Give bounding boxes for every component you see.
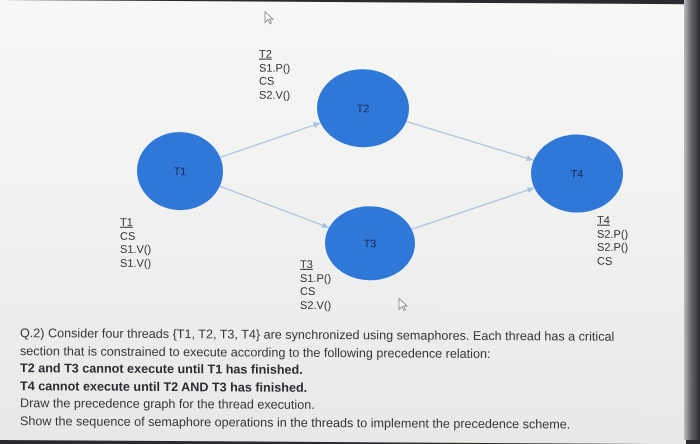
screen-bezel [684,0,700,440]
edge-t3-t4 [411,187,535,230]
mouse-cursor-icon [264,10,274,25]
code-line: S1.V() [120,243,152,256]
node-t3 [325,206,415,281]
code-line: S1.P() [259,62,291,75]
code-line: T4 [597,214,610,227]
edge-t2-t4 [406,120,534,162]
code-block-t3: T3 S1.P() CS S2.V() [300,259,331,313]
code-line: CS [259,75,275,88]
code-line: CS [300,285,316,298]
node-label-t3: T3 [364,238,377,250]
code-line: S2.P() [597,228,629,241]
edge-t1-t3 [219,185,330,229]
node-label-t4: T4 [571,168,584,180]
edge-t1-t2 [219,122,321,158]
node-t1 [137,132,223,211]
question-text: Q.2) Consider four threads {T1, T2, T3, … [20,325,684,435]
code-block-t4: T4 S2.P() S2.P() CS [597,215,628,269]
code-line: S2.V() [259,89,291,102]
node-label-t1: T1 [174,166,187,178]
code-line: T2 [259,48,272,61]
code-line: S1.V() [120,257,152,270]
code-line: CS [597,255,613,268]
code-line: S2.P() [597,241,629,254]
node-label-t2: T2 [357,103,370,115]
node-t2 [317,69,409,148]
code-line: T1 [120,216,133,229]
code-line: S1.P() [300,272,332,285]
code-line: T3 [300,258,313,271]
code-block-t2: T2 S1.P() CS S2.V() [259,49,290,103]
code-line: CS [120,230,136,243]
node-t4 [531,134,623,213]
code-block-t1: T1 CS S1.V() S1.V() [120,217,151,271]
code-line: S2.V() [300,299,332,312]
mouse-cursor-icon [398,297,408,312]
